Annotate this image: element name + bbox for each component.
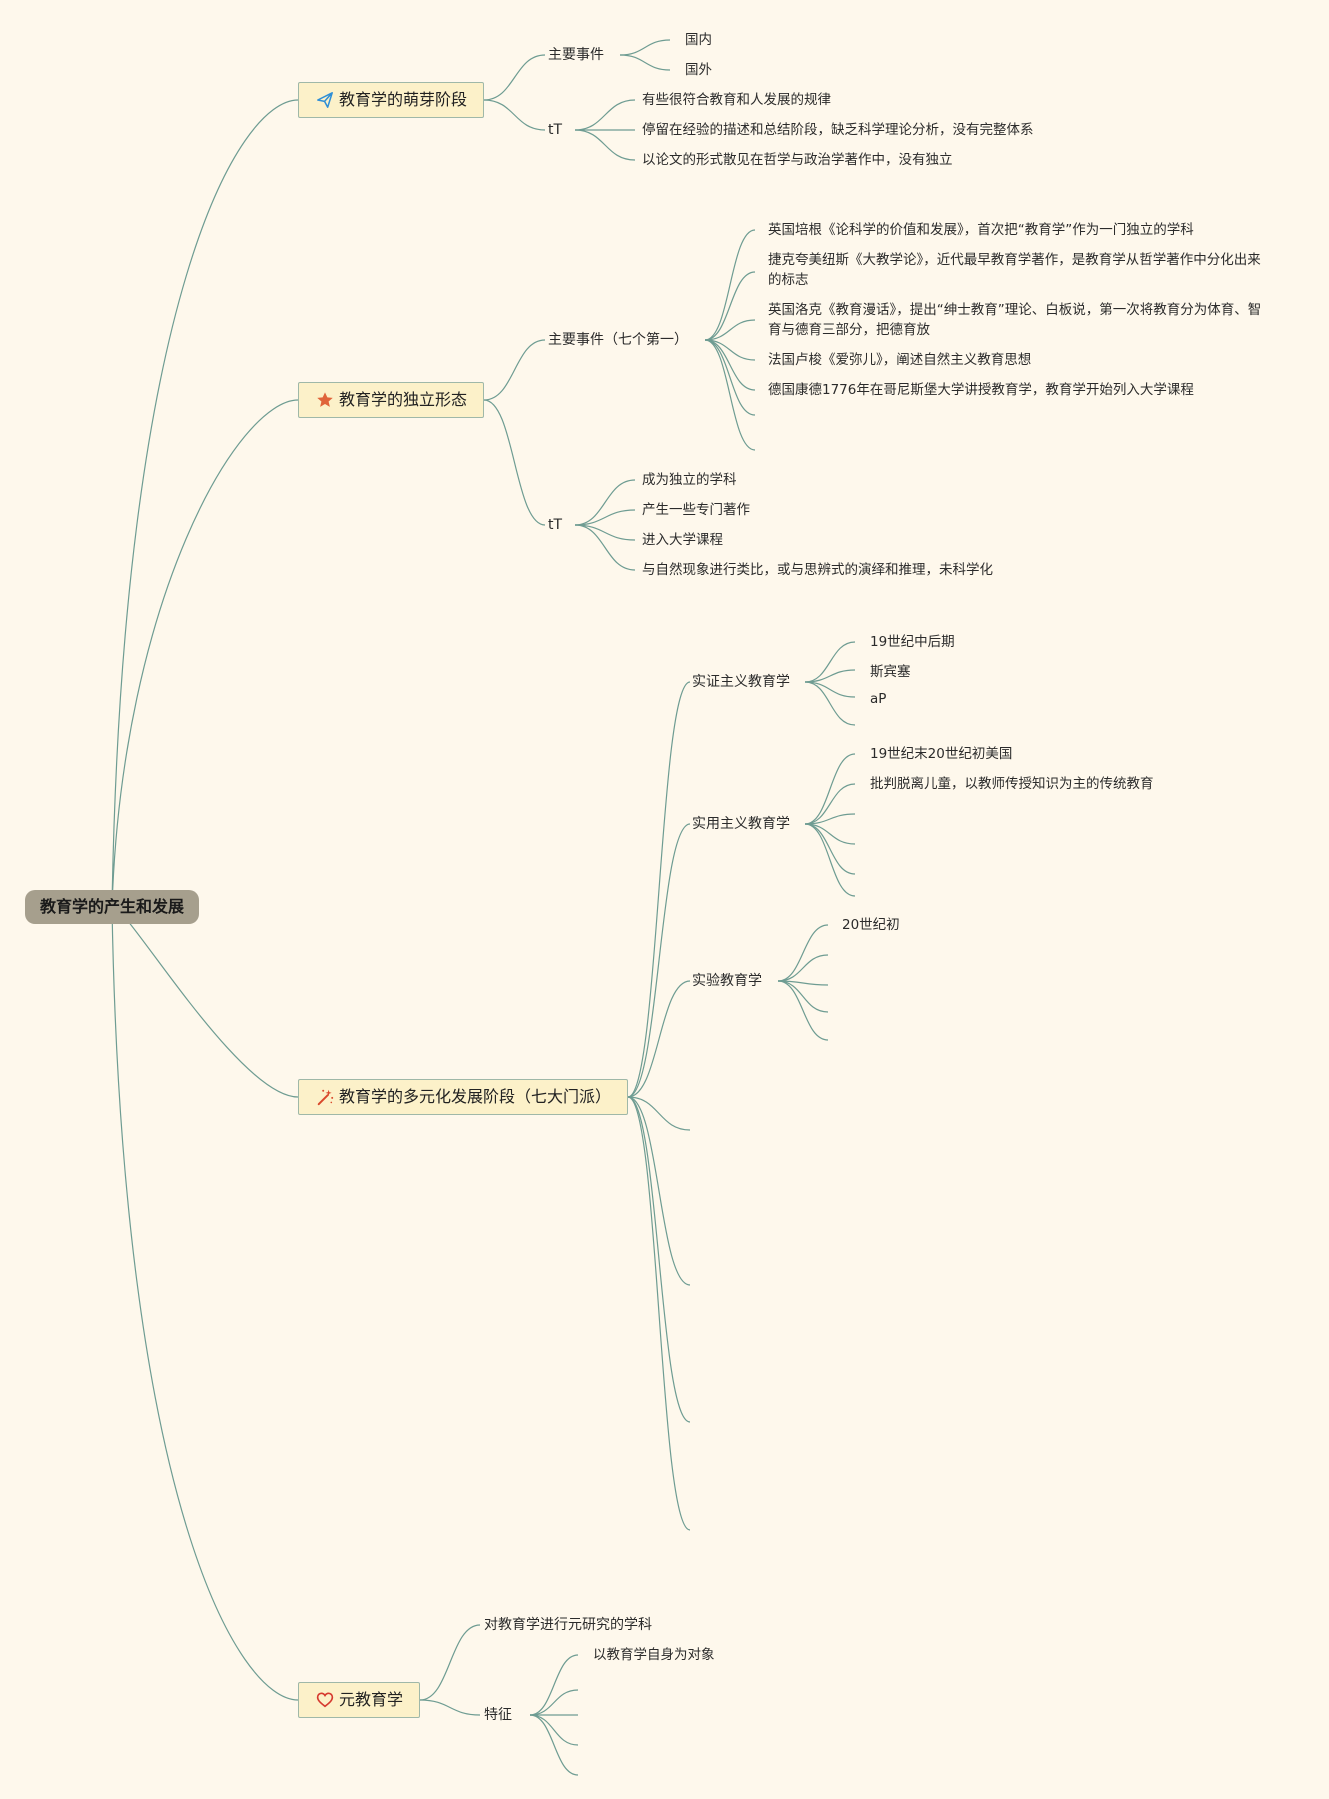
subtopic-features[interactable]: tT [548, 122, 563, 138]
connector-line [574, 479, 636, 526]
connector-line [574, 524, 636, 541]
leaf-domestic[interactable]: 国内 [685, 32, 712, 48]
leaf-item[interactable]: 捷克夸美纽斯《大教学论》，近代最早教育学著作，是教育学从哲学著作中分化出来的标志 [768, 252, 1261, 288]
topic-label: 教育学的独立形态 [339, 390, 468, 409]
leaf-item[interactable]: 20世纪初 [842, 917, 900, 933]
connector-line [804, 669, 856, 683]
leaf-item[interactable]: 停留在经验的描述和总结阶段，缺乏科学理论分析，没有完整体系 [642, 122, 1034, 138]
paper-plane-icon [317, 92, 333, 108]
leaf-item[interactable]: 德国康德1776年在哥尼斯堡大学讲授教育学，教育学开始列入大学课程 [768, 382, 1194, 398]
leaf-item[interactable]: 以教育学自身为对象 [593, 1647, 715, 1663]
connector-line [574, 129, 636, 161]
root-topic[interactable]: 教育学的产生和发展 [25, 890, 199, 924]
magic-wand-icon [317, 1089, 334, 1106]
connector-line [529, 1714, 579, 1746]
connector-line [483, 339, 546, 401]
subtopic-experimental[interactable]: 实验教育学 [692, 973, 762, 989]
connector-line [704, 319, 756, 341]
connector-line [627, 823, 691, 1098]
leaf-item[interactable]: 产生一些专门著作 [642, 502, 750, 518]
topic-independent-form[interactable]: 教育学的独立形态 [298, 382, 484, 418]
connector-line [619, 54, 671, 71]
topic-label: 教育学的萌芽阶段 [339, 90, 468, 109]
connector-line [111, 906, 299, 1701]
connector-line [574, 524, 636, 571]
leaf-item[interactable]: 批判脱离儿童，以教师传授知识为主的传统教育 [870, 776, 1154, 792]
connector-line [704, 339, 756, 451]
connector-line [483, 54, 546, 101]
connector-line [627, 1096, 691, 1531]
subtopic-characteristics[interactable]: 特征 [484, 1707, 512, 1723]
star-icon [317, 392, 333, 407]
connector-line [804, 823, 856, 875]
leaf-item[interactable]: 斯宾塞 [870, 664, 911, 680]
connector-line [804, 783, 856, 825]
connector-line [627, 980, 691, 1098]
connector-line [804, 813, 856, 825]
subtopic-definition[interactable]: 对教育学进行元研究的学科 [484, 1617, 652, 1633]
connector-line [627, 681, 691, 1098]
connector-line [529, 1714, 579, 1776]
topic-sprout-stage[interactable]: 教育学的萌芽阶段 [298, 82, 484, 118]
subtopic-features[interactable]: tT [548, 517, 563, 533]
connector-line [627, 1096, 691, 1423]
connector-line [804, 753, 856, 825]
connector-line [529, 1654, 579, 1716]
connector-line [111, 906, 299, 1098]
topic-diversified-stage[interactable]: 教育学的多元化发展阶段（七大门派） [298, 1079, 628, 1115]
connector-line [777, 924, 829, 982]
leaf-item[interactable]: 19世纪末20世纪初美国 [870, 746, 1013, 762]
subtopic-pragmatism[interactable]: 实用主义教育学 [692, 816, 790, 832]
connector-line [704, 229, 756, 341]
topic-meta-pedagogy[interactable]: 元教育学 [298, 1682, 420, 1718]
leaf-item[interactable]: 以论文的形式散见在哲学与政治学著作中，没有独立 [642, 152, 953, 168]
leaf-item[interactable]: aP [870, 691, 887, 707]
connector-line [483, 99, 546, 131]
connector-line [804, 823, 856, 897]
leaf-item[interactable]: 19世纪中后期 [870, 634, 955, 650]
connector-line [804, 681, 856, 726]
connector-line [111, 99, 299, 908]
leaf-item[interactable]: 英国培根《论科学的价值和发展》，首次把“教育学”作为一门独立的学科 [768, 222, 1194, 238]
connector-line [704, 339, 756, 416]
leaf-item[interactable]: 进入大学课程 [642, 532, 723, 548]
connector-line [419, 1624, 481, 1701]
connector-line [777, 954, 829, 982]
leaf-foreign[interactable]: 国外 [685, 62, 712, 78]
connector-line [529, 1689, 579, 1716]
leaf-item[interactable]: 英国洛克《教育漫话》，提出“绅士教育”理论、白板说，第一次将教育分为体育、智育与… [768, 302, 1262, 338]
topic-label: 元教育学 [339, 1690, 404, 1709]
heart-icon [316, 1692, 334, 1708]
connector-line [419, 1699, 481, 1716]
connector-line [111, 399, 299, 908]
connector-line [619, 39, 671, 56]
leaf-item[interactable]: 有些很符合教育和人发展的规律 [642, 92, 831, 108]
topic-label: 教育学的多元化发展阶段（七大门派） [339, 1087, 612, 1106]
connector-line [574, 99, 636, 131]
connector-line [777, 980, 829, 1041]
leaf-item[interactable]: 法国卢梭《爱弥儿》，阐述自然主义教育思想 [768, 352, 1032, 368]
subtopic-seven-firsts[interactable]: 主要事件（七个第一） [548, 332, 688, 348]
connector-line [574, 509, 636, 526]
subtopic-main-events[interactable]: 主要事件 [548, 47, 604, 63]
leaf-item[interactable]: 成为独立的学科 [642, 472, 737, 488]
connector-line [483, 399, 546, 526]
connector-line [777, 980, 829, 1013]
subtopic-positivism[interactable]: 实证主义教育学 [692, 674, 790, 690]
leaf-item[interactable]: 与自然现象进行类比，或与思辨式的演绎和推理，未科学化 [642, 562, 993, 578]
connector-line [704, 271, 756, 341]
connector-line [804, 681, 856, 698]
connector-line [704, 339, 756, 391]
connector-line [627, 1096, 691, 1131]
connector-line [804, 641, 856, 683]
connector-line [627, 1096, 691, 1286]
